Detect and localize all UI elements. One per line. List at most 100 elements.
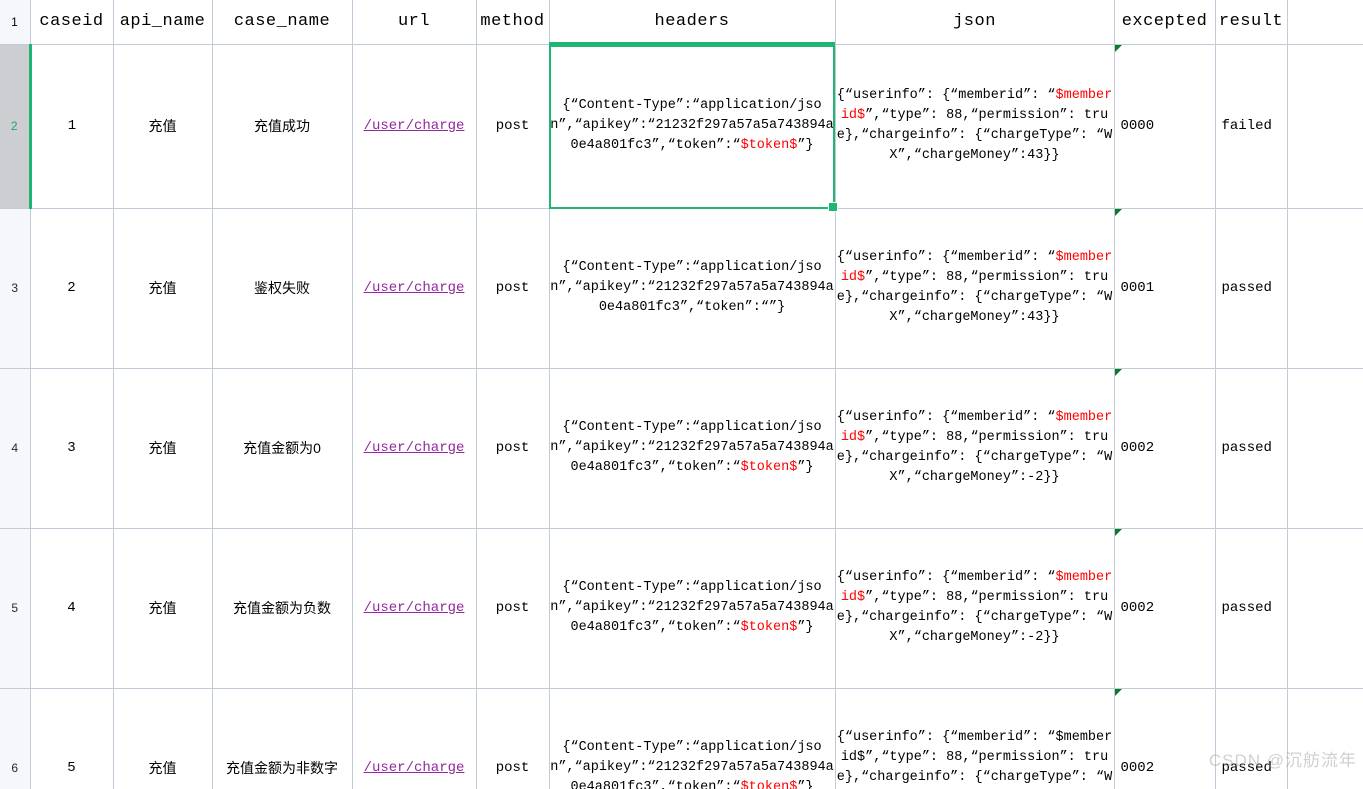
headers-suffix: ”} [797,620,814,635]
cell-method[interactable]: post [476,44,550,209]
headers-token-variable: $token$ [740,620,798,635]
cell-json[interactable]: {“userinfo”: {“memberid”: “$memberid$”,“… [835,208,1115,369]
table-row[interactable]: 5 4 充值 充值金额为负数 /user/charge post {“Conte… [0,528,1363,689]
headers-prefix: {“Content-Type”:“application/json”,“apik… [550,740,834,789]
json-prefix: {“userinfo”: {“memberid”: “ [836,250,1056,265]
cell-api_name[interactable]: 充值 [113,44,213,209]
cell-url[interactable]: /user/charge [352,368,477,529]
table-row[interactable]: 4 3 充值 充值金额为0 /user/charge post {“Conten… [0,368,1363,529]
cell-excepted[interactable]: 0002 [1114,688,1216,789]
cell-caseid[interactable]: 1 [30,44,114,209]
cell-case_name[interactable]: 充值金额为负数 [212,528,353,689]
row-header-6[interactable]: 6 [0,688,31,789]
json-memberid-variable: $memberid$ [840,88,1113,123]
json-prefix: {“userinfo”: {“memberid”: “ [836,730,1056,745]
cell-json[interactable]: {“userinfo”: {“memberid”: “$memberid$”,“… [835,528,1115,689]
cell-url[interactable]: /user/charge [352,688,477,789]
cell-excepted[interactable]: 0000 [1114,44,1216,209]
url-link[interactable]: /user/charge [363,280,465,296]
column-header-row: 1 caseid api_name case_name url method h… [0,0,1363,45]
cell-case_name[interactable]: 充值成功 [212,44,353,209]
cell-url[interactable]: /user/charge [352,44,477,209]
cell-result[interactable]: passed [1215,528,1288,689]
cell-blank[interactable] [1287,368,1363,529]
cell-url[interactable]: /user/charge [352,208,477,369]
cell-caseid[interactable]: 3 [30,368,114,529]
column-header-json[interactable]: json [835,0,1115,45]
json-memberid-variable: $memberid$ [840,410,1113,445]
cell-api_name[interactable]: 充值 [113,368,213,529]
table-row[interactable]: 2 1 充值 充值成功 /user/charge post {“Content-… [0,44,1363,209]
cell-json[interactable]: {“userinfo”: {“memberid”: “$memberid$”,“… [835,368,1115,529]
column-header-headers[interactable]: headers [549,0,836,45]
cell-caseid[interactable]: 4 [30,528,114,689]
cell-headers[interactable]: {“Content-Type”:“application/json”,“apik… [549,44,836,209]
cell-blank[interactable] [1287,208,1363,369]
cell-headers[interactable]: {“Content-Type”:“application/json”,“apik… [549,208,836,369]
cell-url[interactable]: /user/charge [352,528,477,689]
cell-headers[interactable]: {“Content-Type”:“application/json”,“apik… [549,528,836,689]
cell-case_name[interactable]: 充值金额为0 [212,368,353,529]
url-link[interactable]: /user/charge [363,600,465,616]
cell-method[interactable]: post [476,208,550,369]
row-header-2[interactable]: 2 [0,44,32,209]
row-header-5[interactable]: 5 [0,528,31,689]
cell-json[interactable]: {“userinfo”: {“memberid”: “$memberid$”,“… [835,44,1115,209]
cell-headers[interactable]: {“Content-Type”:“application/json”,“apik… [549,688,836,789]
column-header-excepted[interactable]: excepted [1114,0,1216,45]
row-header-1[interactable]: 1 [0,0,31,45]
cell-excepted[interactable]: 0002 [1114,368,1216,529]
json-memberid-variable: $memberid$ [840,570,1113,605]
column-header-caseid[interactable]: caseid [30,0,114,45]
column-header-url[interactable]: url [352,0,477,45]
cell-caseid[interactable]: 2 [30,208,114,369]
column-header-result[interactable]: result [1215,0,1288,45]
cell-case_name[interactable]: 鉴权失败 [212,208,353,369]
cell-json[interactable]: {“userinfo”: {“memberid”: “$memberid$”,“… [835,688,1115,789]
cell-headers[interactable]: {“Content-Type”:“application/json”,“apik… [549,368,836,529]
url-link[interactable]: /user/charge [363,760,465,776]
json-suffix: ”,“type”: 88,“permission”: true},“charge… [836,430,1113,485]
column-header-case_name[interactable]: case_name [212,0,353,45]
json-memberid-variable: $memberid$ [840,730,1113,765]
headers-token-variable: $token$ [740,460,798,475]
url-link[interactable]: /user/charge [363,440,465,456]
column-header-api_name[interactable]: api_name [113,0,213,45]
cell-result[interactable]: passed [1215,688,1288,789]
headers-suffix: ”} [797,460,814,475]
table-row[interactable]: 6 5 充值 充值金额为非数字 /user/charge post {“Cont… [0,688,1363,789]
cell-case_name[interactable]: 充值金额为非数字 [212,688,353,789]
selection-column-indicator [549,42,835,45]
headers-suffix: ”} [797,138,814,153]
cell-api_name[interactable]: 充值 [113,528,213,689]
headers-prefix: {“Content-Type”:“application/json”,“apik… [550,580,834,635]
cell-api_name[interactable]: 充值 [113,688,213,789]
row-header-4[interactable]: 4 [0,368,31,529]
watermark: CSDN @沉舫流年 [1208,751,1357,770]
cell-method[interactable]: post [476,688,550,789]
cell-blank[interactable] [1287,44,1363,209]
cell-result[interactable]: failed [1215,44,1288,209]
column-header-method[interactable]: method [476,0,550,45]
cell-excepted[interactable]: 0002 [1114,528,1216,689]
cell-blank[interactable] [1287,528,1363,689]
cell-excepted[interactable]: 0001 [1114,208,1216,369]
json-memberid-variable: $memberid$ [840,250,1113,285]
cell-api_name[interactable]: 充值 [113,208,213,369]
cell-result[interactable]: passed [1215,368,1288,529]
table-row[interactable]: 3 2 充值 鉴权失败 /user/charge post {“Content-… [0,208,1363,369]
cell-blank[interactable] [1287,688,1363,789]
url-link[interactable]: /user/charge [363,118,465,134]
cell-method[interactable]: post [476,368,550,529]
cell-result[interactable]: passed [1215,208,1288,369]
headers-token-variable: $token$ [740,138,798,153]
cell-caseid[interactable]: 5 [30,688,114,789]
headers-suffix: ”} [768,300,786,315]
column-header-blank[interactable] [1287,0,1363,45]
row-header-3[interactable]: 3 [0,208,31,369]
fill-handle[interactable] [828,202,838,212]
json-suffix: ”,“type”: 88,“permission”: true},“charge… [836,108,1113,163]
cell-method[interactable]: post [476,528,550,689]
